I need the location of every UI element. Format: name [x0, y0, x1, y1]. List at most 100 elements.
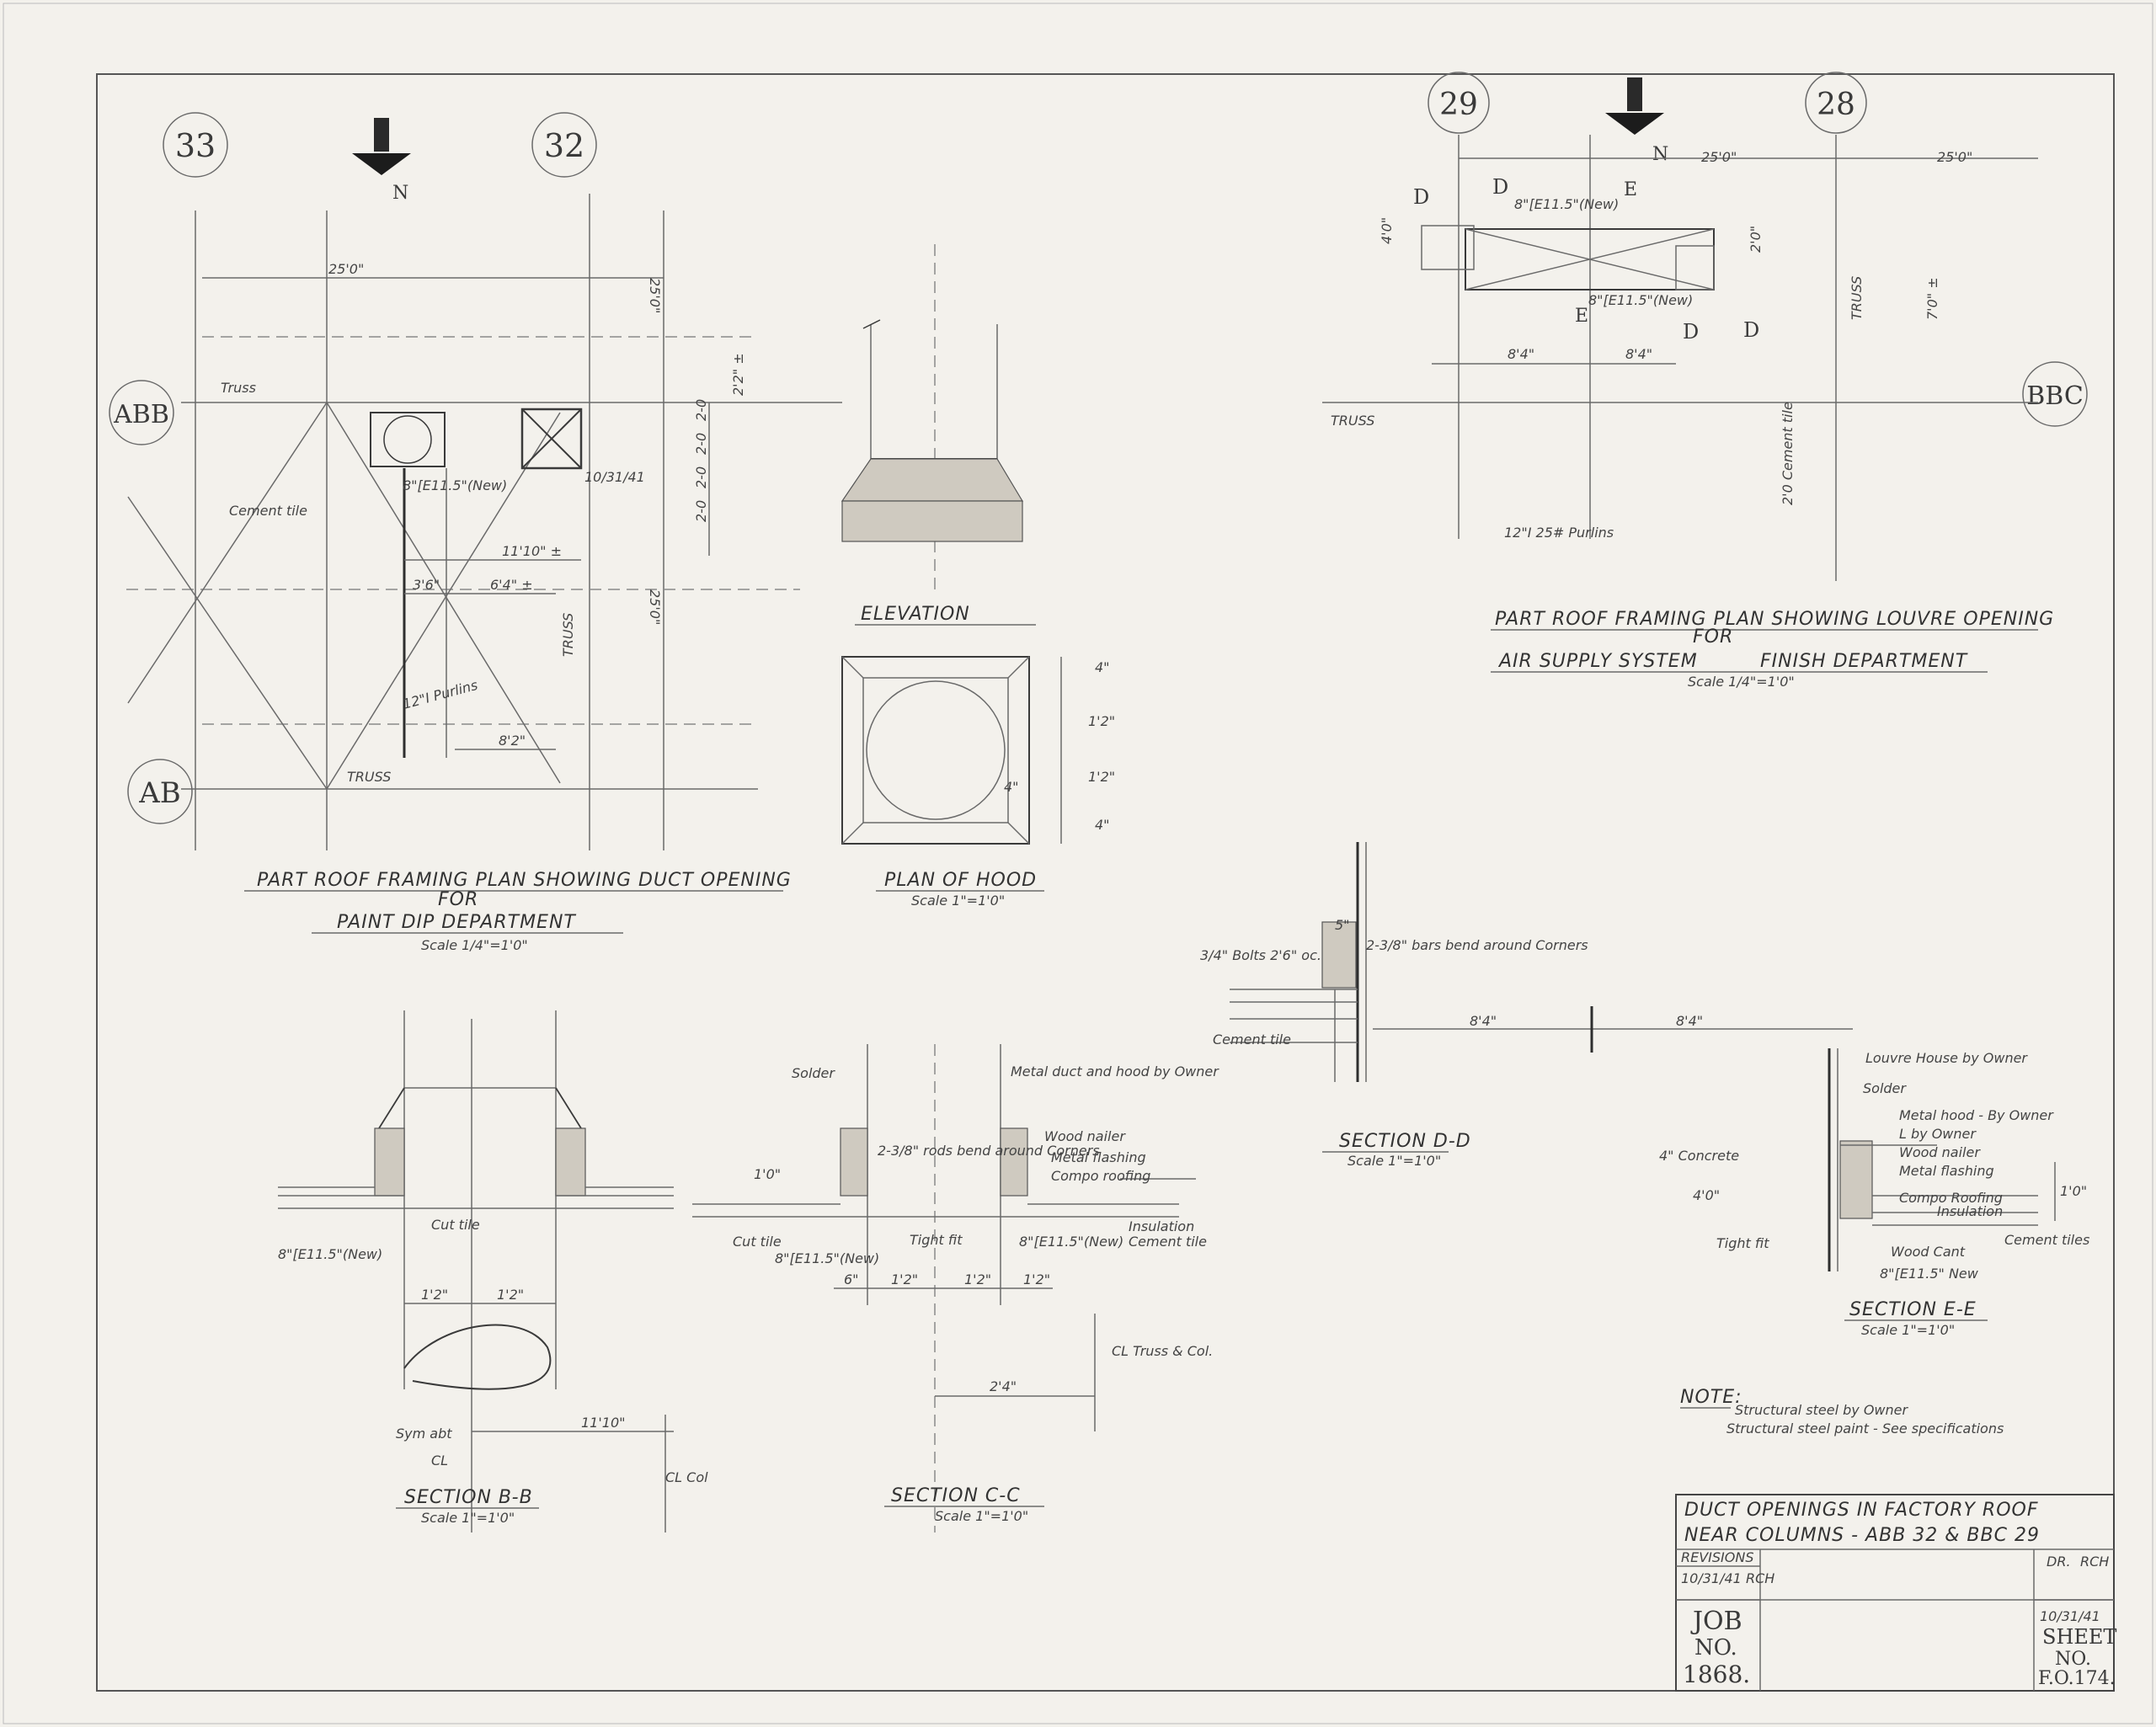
ee-concrete: 4" Concrete — [1659, 1148, 1739, 1164]
plan2-dim-2-0: 2'0" — [1748, 226, 1764, 253]
section-c-c: Solder Metal duct and hood by Owner Wood… — [692, 1044, 1219, 1532]
grid-label-33: 33 — [175, 127, 216, 164]
svg-text:2-0: 2-0 — [693, 399, 709, 421]
plan1-title: PART ROOF FRAMING PLAN SHOWING DUCT OPEN… — [257, 870, 792, 891]
grid-label-28: 28 — [1817, 88, 1855, 122]
tb-sheet-no-label: NO. — [2055, 1649, 2091, 1670]
section-e-mark-2: E — [1575, 306, 1588, 327]
plan1-truss-right: TRUSS — [560, 613, 576, 657]
svg-text:2-0: 2-0 — [693, 466, 709, 488]
plan1-dim-6-4: 6'4" ± — [490, 577, 533, 593]
cc-beam-right: 8"[E11.5"(New) — [1019, 1234, 1123, 1250]
tb-rev-entry: 10/31/41 RCH — [1681, 1570, 1774, 1586]
north-label-2: N — [1652, 144, 1668, 165]
cc-metal-duct: Metal duct and hood by Owner — [1011, 1063, 1219, 1079]
ee-louvre: Louvre House by Owner — [1865, 1050, 2028, 1066]
section-d-mark-3: D — [1683, 320, 1699, 344]
tb-job-no: 1868. — [1683, 1660, 1750, 1688]
cc-cement-tile: Cement tile — [1129, 1234, 1207, 1250]
section-d-d: 5" 3/4" Bolts 2'6" oc. 2-3/8" bars bend … — [1200, 842, 1853, 1169]
plan1-beam-new: 8"[E11.5"(New) — [403, 477, 507, 493]
plan2-beam-bottom: 8"[E11.5"(New) — [1588, 292, 1693, 308]
north-label: N — [392, 183, 408, 204]
hood-dim-3: 1'2" — [1088, 769, 1115, 785]
plan2-scale: Scale 1/4"=1'0" — [1688, 674, 1795, 690]
tb-revisions: REVISIONS — [1681, 1549, 1753, 1565]
plan1-scale: Scale 1/4"=1'0" — [421, 937, 528, 953]
plan2-for: FOR — [1693, 626, 1733, 648]
section-d-mark-4: D — [1743, 318, 1759, 342]
plan1-for: FOR — [438, 889, 478, 910]
bb-cut-tile: Cut tile — [431, 1217, 480, 1233]
ee-compo: Compo Roofing — [1899, 1190, 2003, 1206]
ee-solder: Solder — [1863, 1080, 1907, 1096]
ee-metal-flashing: Metal flashing — [1899, 1163, 1994, 1179]
plan1-dim-2-2: 2'2" ± — [730, 353, 746, 396]
north-arrow-icon: N — [352, 118, 411, 204]
plan1-dim-right-top: 25'0" — [647, 278, 663, 313]
grid-label-abb: ABB — [113, 400, 169, 429]
note-label: NOTE: — [1680, 1387, 1742, 1408]
cc-dim-1-2c: 1'2" — [1023, 1271, 1050, 1287]
cc-wood-nailer: Wood nailer — [1044, 1128, 1126, 1144]
plan1-dept: PAINT DIP DEPARTMENT — [337, 912, 576, 933]
tb-dr: DR. — [2047, 1554, 2071, 1570]
grid-bubble-abb — [109, 380, 174, 445]
cc-insulation: Insulation — [1129, 1218, 1194, 1234]
dd-dim-8-4b: 8'4" — [1676, 1013, 1703, 1029]
section-b-b: Cut tile 8"[E11.5"(New) 1'2" 1'2" Sym ab… — [278, 1010, 708, 1532]
grid-bubble-29 — [1428, 72, 1490, 134]
grid-bubble-28 — [1805, 72, 1867, 134]
dd-dim-8-4a: 8'4" — [1470, 1013, 1497, 1029]
note-line-2: Structural steel paint - See specificati… — [1726, 1421, 2004, 1437]
hood-inner-dim: 4" — [1004, 779, 1019, 795]
ee-beam: 8"[E11.5" New — [1880, 1266, 1979, 1282]
plan2-truss: TRUSS — [1331, 413, 1374, 429]
ee-wood-nailer: Wood nailer — [1899, 1144, 1981, 1160]
grid-label-29: 29 — [1439, 88, 1478, 122]
bb-sym: Sym abt — [396, 1426, 452, 1442]
plan2-dim-4-0: 4'0" — [1379, 217, 1395, 244]
ee-metal-hood: Metal hood - By Owner — [1899, 1107, 2054, 1123]
plan1-date-mark: 10/31/41 — [584, 469, 645, 485]
plan2-dept: FINISH DEPARTMENT — [1760, 651, 1968, 672]
plan2-beam-top: 8"[E11.5"(New) — [1514, 196, 1619, 212]
svg-text:2-0: 2-0 — [693, 433, 709, 455]
section-d-mark-1: D — [1413, 185, 1429, 209]
note-block: NOTE: Structural steel by Owner Structur… — [1680, 1387, 2004, 1437]
grid-bubble-bbc — [2022, 361, 2088, 427]
cc-dim-6: 6" — [844, 1271, 859, 1287]
plan1-dim-11-10: 11'10" ± — [502, 543, 562, 559]
plan1-purlins: 12"I Purlins — [401, 677, 479, 712]
ee-dim-1-0: 1'0" — [2060, 1183, 2087, 1199]
plan2-system: AIR SUPPLY SYSTEM — [1497, 651, 1698, 672]
dd-bolts: 3/4" Bolts 2'6" oc. — [1200, 947, 1321, 963]
tb-sheet-no: F.O.174. — [2038, 1668, 2116, 1689]
tb-job-no-label: NO. — [1694, 1635, 1737, 1660]
section-e-e: Louvre House by Owner Solder Metal hood … — [1659, 1048, 2089, 1338]
cc-dim-1-2a: 1'2" — [891, 1271, 918, 1287]
plan2-dim-right: 25'0" — [1937, 149, 1972, 165]
plan2-dim-7-0: 7'0" ± — [1924, 277, 1940, 320]
ee-wood-cant: Wood Cant — [1891, 1244, 1966, 1260]
ee-title: SECTION E-E — [1849, 1299, 1977, 1320]
cc-compo-roofing: Compo roofing — [1051, 1168, 1150, 1184]
plan2-dim-left: 25'0" — [1701, 149, 1737, 165]
ee-scale: Scale 1"=1'0" — [1861, 1322, 1955, 1338]
tb-dr-by: RCH — [2080, 1554, 2109, 1570]
title-block: DUCT OPENINGS IN FACTORY ROOF NEAR COLUM… — [1675, 1494, 2116, 1692]
grid-bubble-ab — [127, 759, 193, 824]
plan1-dim-8-2: 8'2" — [499, 733, 526, 749]
ee-dim-4-0: 4'0" — [1693, 1187, 1720, 1203]
hood-dim-1: 4" — [1095, 659, 1110, 675]
section-d-mark-2: D — [1492, 175, 1508, 199]
plan1-dim-top: 25'0" — [328, 261, 364, 277]
hood-dim-2: 1'2" — [1088, 713, 1115, 729]
plan1-cement-tile: Cement tile — [229, 503, 307, 519]
cc-beam-left: 8"[E11.5"(New) — [775, 1250, 879, 1266]
plan-duct-opening: 33 32 ABB AB N — [109, 112, 842, 953]
grid-label-bbc: BBC — [2026, 381, 2084, 411]
plan-louvre-opening: 29 28 BBC N 25'0" 25'0" D D E E D D 8"[E… — [1322, 72, 2088, 690]
grid-bubble-33 — [163, 112, 228, 178]
